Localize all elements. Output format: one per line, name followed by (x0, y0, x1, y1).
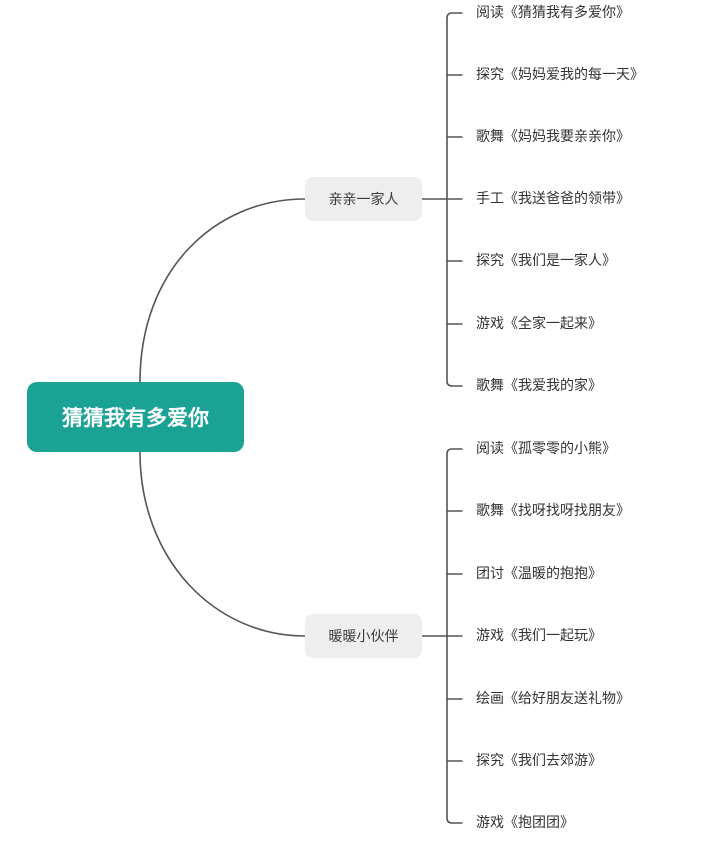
leaf-item[interactable]: 绘画《给好朋友送礼物》 (476, 691, 630, 707)
root-node-label: 猜猜我有多爱你 (62, 406, 209, 430)
leaf-item[interactable]: 游戏《全家一起来》 (476, 316, 602, 332)
branch-node-label: 暖暖小伙伴 (328, 629, 399, 645)
branch-node-friends[interactable]: 暖暖小伙伴 (305, 614, 422, 658)
leaf-item[interactable]: 探究《妈妈爱我的每一天》 (476, 67, 644, 83)
branch-node-label: 亲亲一家人 (328, 192, 399, 208)
root-to-branch-curve (139, 451, 306, 637)
leaf-item[interactable]: 团讨《温暖的抱抱》 (476, 566, 602, 582)
leaf-item[interactable]: 游戏《抱团团》 (476, 815, 574, 831)
trunk-line (446, 448, 463, 824)
leaf-item[interactable]: 歌舞《妈妈我要亲亲你》 (476, 129, 630, 145)
trunk-line (446, 12, 463, 387)
leaf-item[interactable]: 手工《我送爸爸的领带》 (476, 191, 630, 207)
leaf-item[interactable]: 探究《我们是一家人》 (476, 253, 616, 269)
leaf-item[interactable]: 探究《我们去郊游》 (476, 753, 602, 769)
leaf-item[interactable]: 阅读《猜猜我有多爱你》 (476, 5, 630, 21)
branch-node-family[interactable]: 亲亲一家人 (305, 177, 422, 221)
root-to-branch-curve (139, 198, 306, 383)
leaf-item[interactable]: 游戏《我们一起玩》 (476, 628, 602, 644)
root-node[interactable]: 猜猜我有多爱你 (27, 382, 244, 452)
leaf-item[interactable]: 歌舞《我爱我的家》 (476, 378, 602, 394)
leaf-item[interactable]: 阅读《孤零零的小熊》 (476, 441, 616, 457)
leaf-item[interactable]: 歌舞《找呀找呀找朋友》 (476, 503, 630, 519)
